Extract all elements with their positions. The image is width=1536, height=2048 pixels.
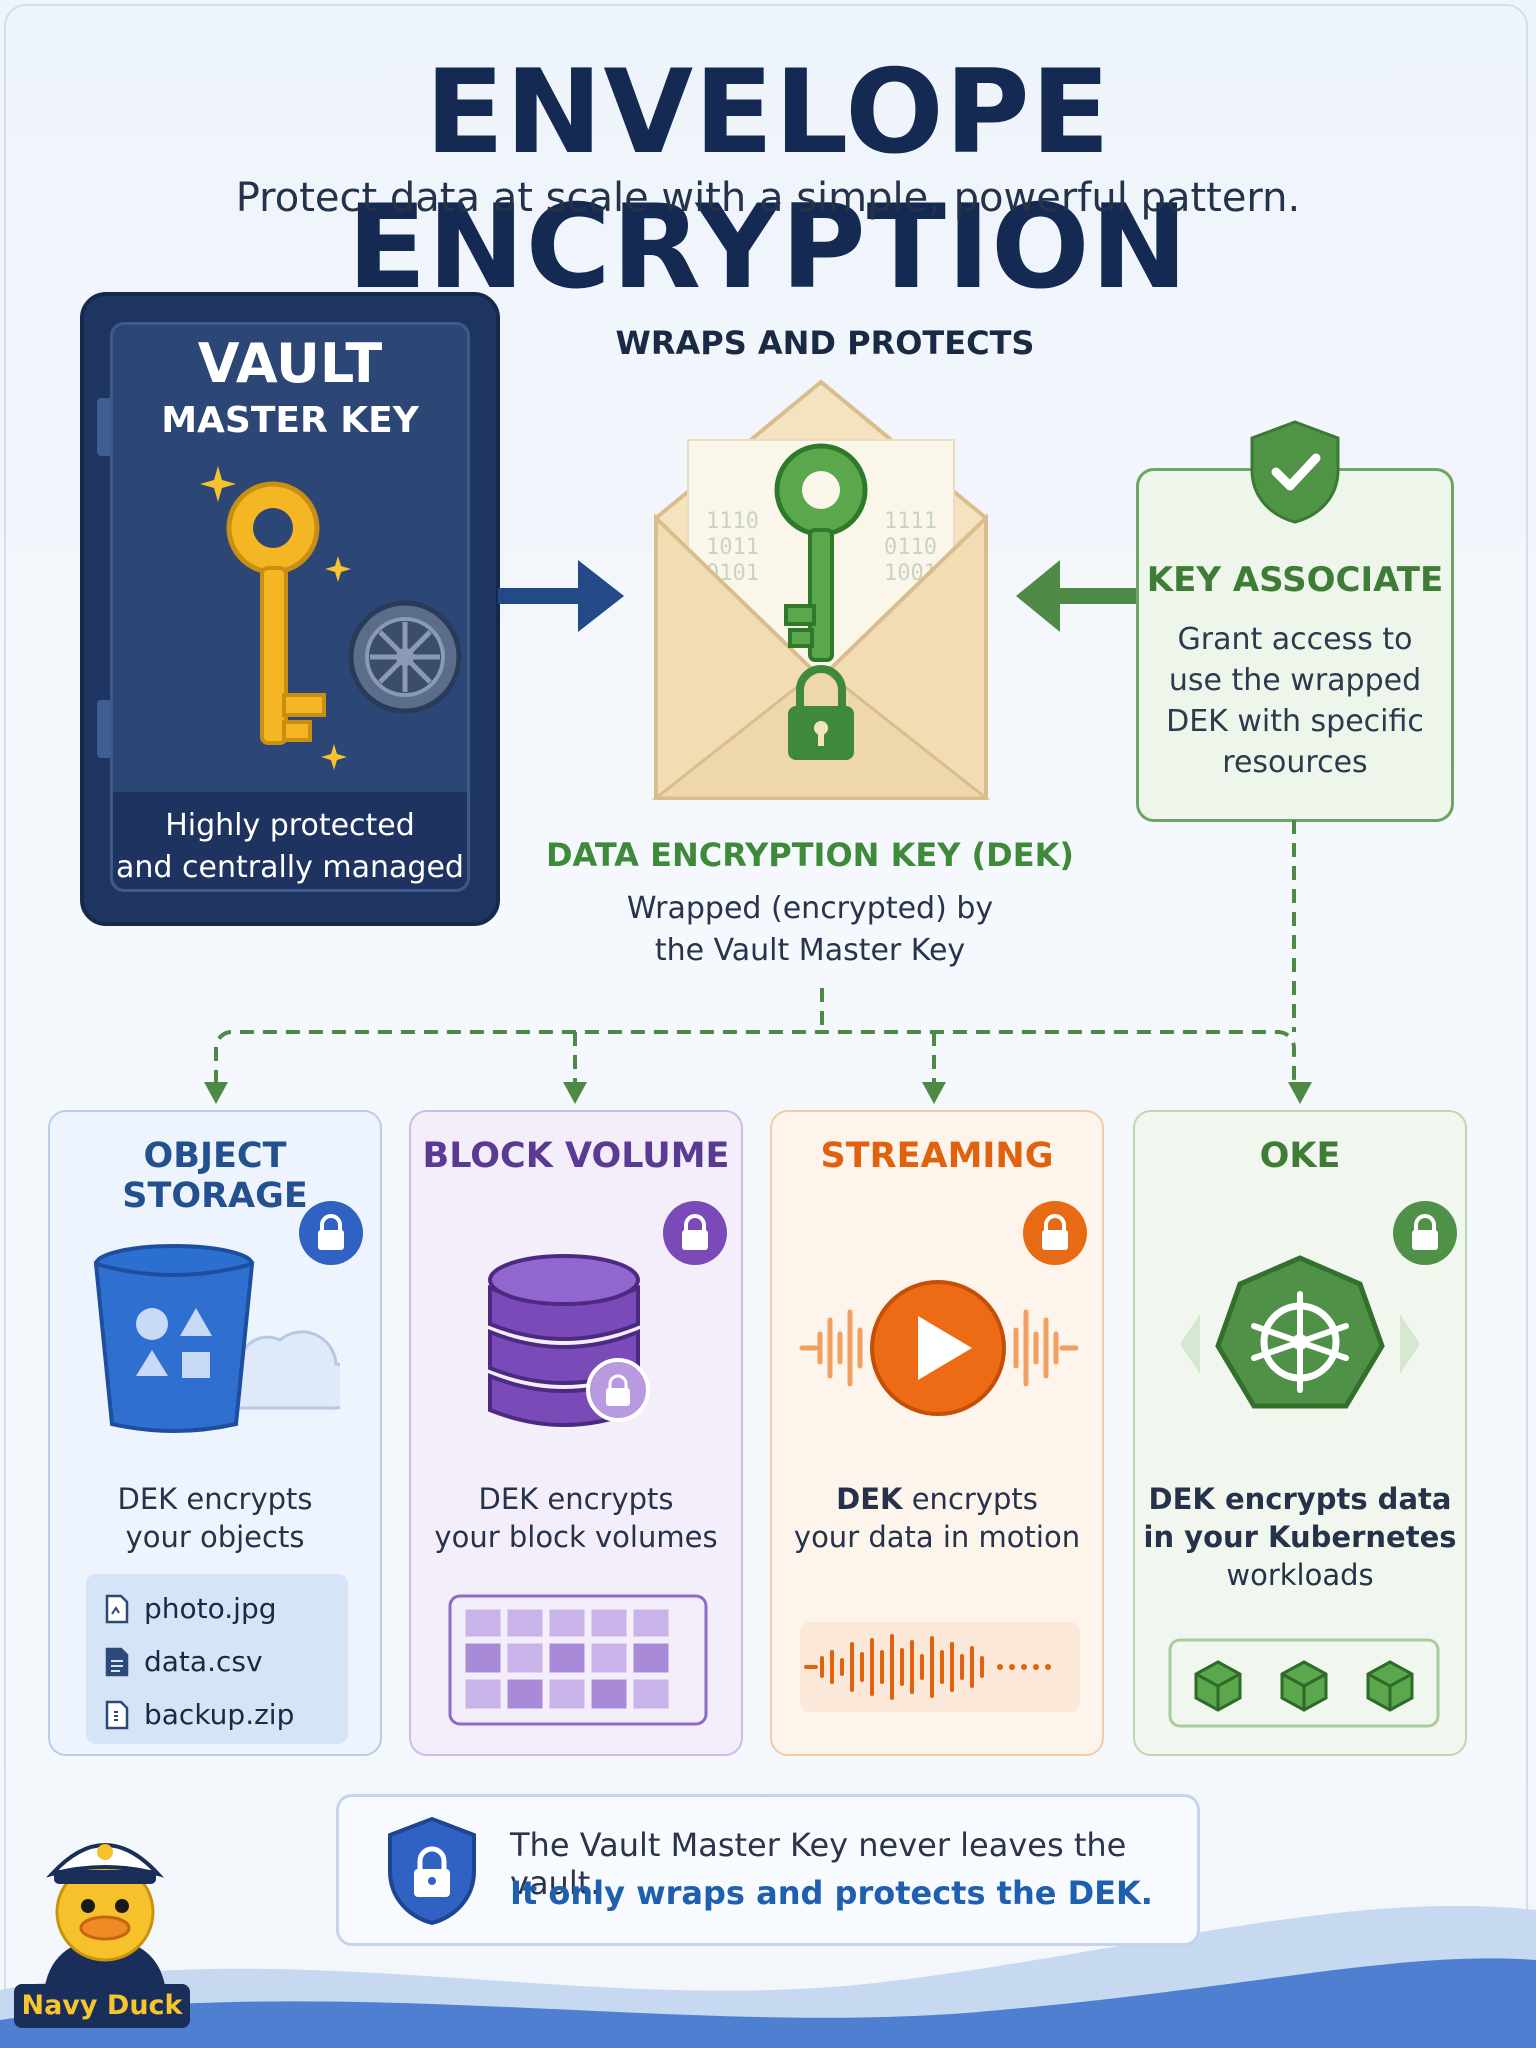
file-item: data.csv xyxy=(104,1635,348,1688)
key-associate-desc-line4: resources xyxy=(1222,745,1368,780)
key-associate-description: Grant access to use the wrapped DEK with… xyxy=(1136,619,1454,783)
vault-dial-icon xyxy=(348,600,462,714)
kubernetes-icon xyxy=(1180,1255,1420,1409)
vault-subtitle: MASTER KEY xyxy=(161,400,419,441)
lock-icon xyxy=(1023,1201,1087,1265)
block-volume-desc-line2: your block volumes xyxy=(434,1520,718,1554)
file-icon xyxy=(105,1700,129,1729)
vault-description: Highly protected and centrally managed xyxy=(113,805,467,889)
oke-desc-line3: workloads xyxy=(1226,1558,1374,1592)
svg-text:1110: 1110 xyxy=(706,509,759,534)
containers-icon xyxy=(1168,1638,1440,1728)
oke-title: OKE xyxy=(1259,1136,1341,1176)
key-note-box xyxy=(336,1794,1200,1946)
waveform-icon xyxy=(800,1622,1080,1712)
key-associate-desc-line3: DEK with specific xyxy=(1166,704,1424,739)
page-title: ENVELOPE ENCRYPTION xyxy=(347,45,1189,315)
bucket-icon xyxy=(93,1244,340,1433)
block-grid-icon xyxy=(448,1594,708,1726)
file-icon xyxy=(105,1647,129,1676)
dek-description: Wrapped (encrypted) by the Vault Master … xyxy=(520,888,1100,972)
streaming-desc-bold: DEK xyxy=(836,1482,903,1516)
database-icon xyxy=(488,1254,650,1427)
key-associate-desc-line2: use the wrapped xyxy=(1168,663,1422,698)
object-storage-desc-line1: DEK encrypts xyxy=(117,1482,313,1516)
duck-mascot-icon xyxy=(44,1843,166,1992)
dek-description-line1: Wrapped (encrypted) by xyxy=(626,891,994,926)
vault-description-line2: and centrally managed xyxy=(116,850,464,885)
file-item: backup.zip xyxy=(104,1688,348,1741)
lock-icon xyxy=(663,1201,727,1265)
vault-hinge-top xyxy=(97,398,113,456)
master-key-icon xyxy=(200,466,351,770)
object-storage-description: DEK encrypts your objects xyxy=(48,1480,382,1556)
arrow-right-icon xyxy=(498,560,624,632)
key-associate-title: KEY ASSOCIATE xyxy=(1146,560,1444,600)
svg-text:0110: 0110 xyxy=(884,535,937,560)
svg-text:1011: 1011 xyxy=(706,535,759,560)
vault-description-line1: Highly protected xyxy=(165,808,415,843)
vault-title: VAULT xyxy=(197,332,383,395)
block-volume-desc-line1: DEK encrypts xyxy=(478,1482,674,1516)
oke-desc-line1: DEK encrypts data xyxy=(1148,1482,1452,1516)
wraps-heading: WRAPS AND PROTECTS xyxy=(615,324,1035,362)
oke-desc-line2: in your Kubernetes xyxy=(1143,1520,1457,1554)
streaming-desc-line2: your data in motion xyxy=(793,1520,1081,1554)
file-icon xyxy=(105,1594,129,1623)
dek-description-line2: the Vault Master Key xyxy=(654,933,966,968)
note-line2: It only wraps and protects the DEK. xyxy=(510,1874,1153,1912)
note-line1: The Vault Master Key never leaves the va… xyxy=(510,1826,1127,1902)
shield-check-icon xyxy=(1250,420,1340,524)
distribution-connectors xyxy=(204,820,1312,1104)
block-volume-description: DEK encrypts your block volumes xyxy=(409,1480,743,1556)
streaming-description: DEK encrypts your data in motion xyxy=(770,1480,1104,1556)
vault-description-panel xyxy=(113,792,467,889)
object-storage-desc-line2: your objects xyxy=(125,1520,305,1554)
file-name: photo.jpg xyxy=(144,1592,277,1625)
dek-title: DATA ENCRYPTION KEY (DEK) xyxy=(545,836,1075,874)
arrow-left-icon xyxy=(1016,560,1140,632)
shield-lock-icon xyxy=(388,1816,476,1926)
block-volume-title: BLOCK VOLUME xyxy=(422,1136,730,1176)
svg-text:1111: 1111 xyxy=(884,509,937,534)
file-item: photo.jpg xyxy=(104,1582,348,1635)
oke-description: DEK encrypts data in your Kubernetes wor… xyxy=(1133,1480,1467,1594)
streaming-desc-line1: DEK encrypts xyxy=(770,1480,1104,1518)
lock-icon xyxy=(1393,1201,1457,1265)
object-storage-title: OBJECT STORAGE xyxy=(122,1136,308,1216)
page-subtitle: Protect data at scale with a simple, pow… xyxy=(235,175,1301,221)
file-name: data.csv xyxy=(144,1645,263,1678)
streaming-desc-rest: encrypts xyxy=(902,1482,1038,1516)
mascot-label: Navy Duck xyxy=(14,1984,190,2028)
play-icon xyxy=(799,1280,1079,1416)
vault-hinge-bottom xyxy=(97,700,113,758)
file-list: photo.jpg data.csv backup.zip xyxy=(86,1574,348,1744)
streaming-title: STREAMING xyxy=(820,1136,1054,1176)
key-associate-desc-line1: Grant access to xyxy=(1177,622,1413,657)
file-name: backup.zip xyxy=(144,1698,295,1731)
lock-icon xyxy=(299,1201,363,1265)
